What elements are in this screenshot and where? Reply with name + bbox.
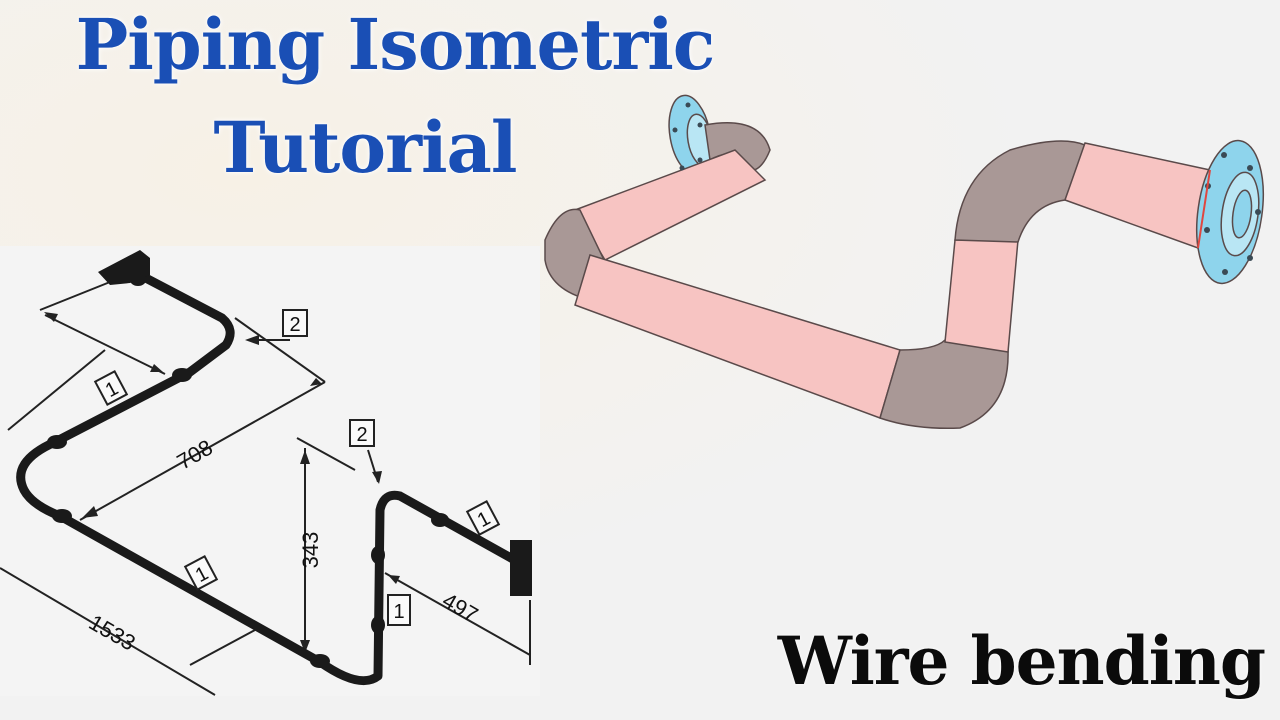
dimension-708: 708 bbox=[173, 435, 217, 475]
pipe-fittings bbox=[47, 250, 532, 668]
pipe-segment-right bbox=[1064, 142, 1211, 250]
pipe-run bbox=[16, 270, 525, 686]
pipe-elbow-top bbox=[954, 140, 1086, 243]
pipe-segment-riser bbox=[944, 239, 1019, 353]
dimension-lines bbox=[0, 281, 531, 696]
title-line-1: Piping Isometric bbox=[75, 3, 716, 86]
pipe-elbow-bottom bbox=[879, 339, 1009, 430]
tag-2-right: 2 bbox=[356, 424, 367, 446]
pipe-segment-upper bbox=[573, 149, 767, 261]
pipe-3d-model bbox=[544, 94, 1264, 430]
dimension-497: 497 bbox=[438, 588, 482, 628]
tag-1-riser: 1 bbox=[393, 601, 404, 623]
dimension-arrows bbox=[44, 312, 400, 653]
pipe-segment-long bbox=[574, 254, 901, 419]
isometric-drawing: 2 2 1 1 1 1 708 343 497 1533 bbox=[0, 250, 532, 696]
dimension-1533: 1533 bbox=[85, 610, 140, 656]
caption-wire-bending: Wire bending bbox=[777, 622, 1266, 700]
weld-lines bbox=[1197, 169, 1211, 249]
tag-boxes bbox=[93, 309, 501, 626]
tag-2-top: 2 bbox=[289, 314, 300, 336]
dimension-343: 343 bbox=[298, 532, 323, 569]
title-line-2: Tutorial bbox=[213, 106, 517, 189]
